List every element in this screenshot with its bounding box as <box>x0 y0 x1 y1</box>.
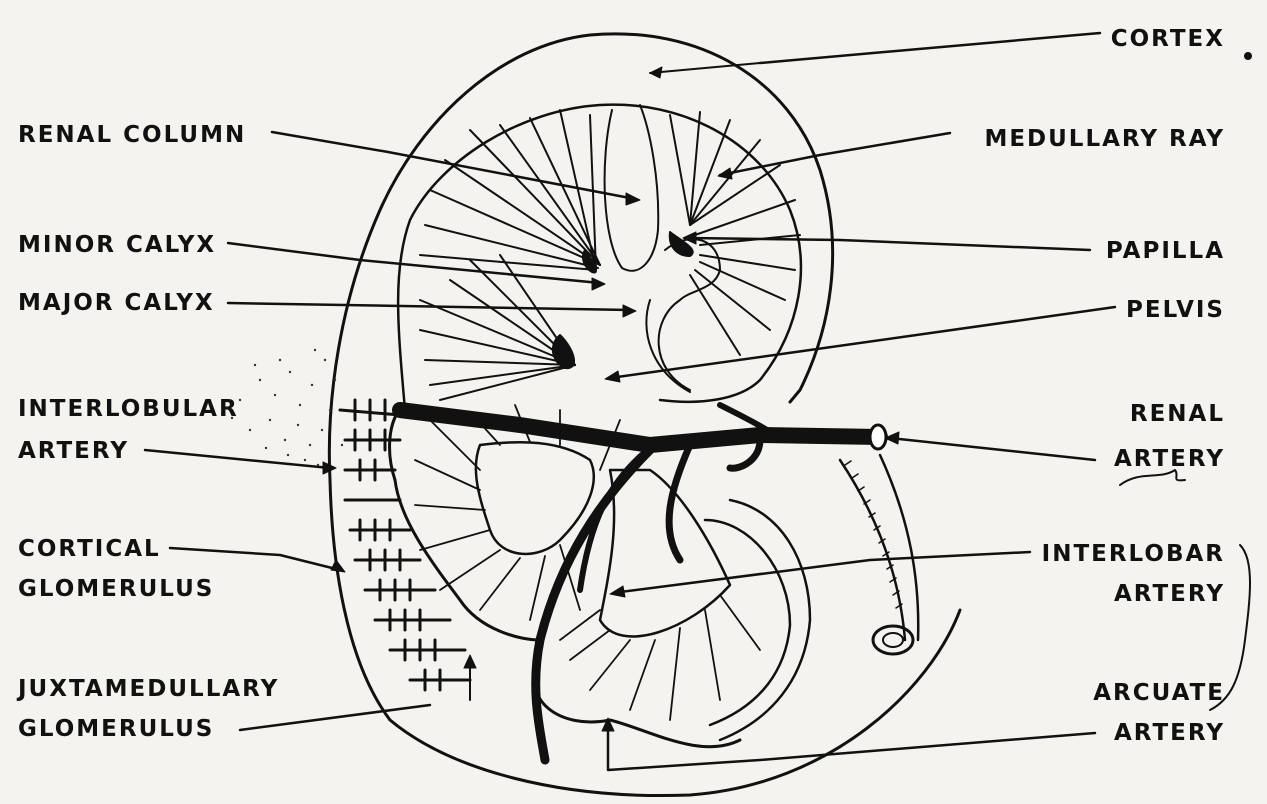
label-interlobular-artery: ARTERY <box>18 438 129 464</box>
label-arcuate-artery: ARTERY <box>1114 720 1225 746</box>
medullary-striations-right <box>670 112 800 355</box>
label-cortical-glomerulus: GLOMERULUS <box>18 576 214 602</box>
label-interlobular: INTERLOBULAR <box>18 396 239 422</box>
label-interlobar: INTERLOBAR <box>1042 541 1225 567</box>
label-arcuate: ARCUATE <box>1093 680 1225 706</box>
label-cortex: CORTEX <box>1111 26 1225 52</box>
label-juxtamedullary: JUXTAMEDULLARY <box>18 676 279 702</box>
label-renal-artery: ARTERY <box>1114 446 1225 472</box>
label-papilla: PAPILLA <box>1106 238 1225 264</box>
interlobular-branches <box>340 400 470 690</box>
label-minor-calyx: MINOR CALYX <box>18 232 216 258</box>
label-pelvis: PELVIS <box>1126 297 1225 323</box>
label-medullary-ray: MEDULLARY RAY <box>984 126 1225 152</box>
label-renal: RENAL <box>1130 401 1225 427</box>
stipple-texture <box>231 349 343 466</box>
label-interlobar-artery: ARTERY <box>1114 581 1225 607</box>
label-major-calyx: MAJOR CALYX <box>18 290 215 316</box>
label-juxtamedullary-glomerulus: GLOMERULUS <box>18 716 214 742</box>
label-cortical: CORTICAL <box>18 536 161 562</box>
label-renal-column: RENAL COLUMN <box>18 122 246 148</box>
